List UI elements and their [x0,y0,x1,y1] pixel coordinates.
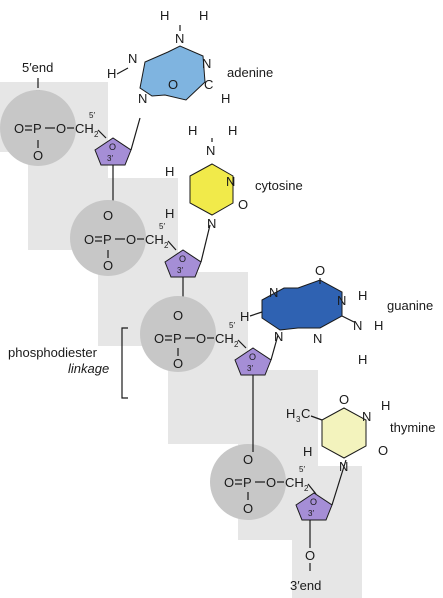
svg-text:H: H [199,8,208,23]
svg-text:H: H [188,123,197,138]
svg-text:N: N [313,331,322,346]
svg-text:O: O [224,475,234,490]
svg-text:C: C [301,406,310,421]
svg-text:CH: CH [215,331,234,346]
svg-text:3′: 3′ [107,154,113,163]
svg-text:CH: CH [145,232,164,247]
svg-text:N: N [202,56,211,71]
svg-text:O: O [266,475,276,490]
svg-text:H: H [286,406,295,421]
phosphate-3 [140,296,216,372]
three-prime-end-label: 3′end [290,578,321,593]
svg-text:H: H [165,164,174,179]
svg-text:N: N [362,409,371,424]
svg-text:5′: 5′ [299,465,305,474]
svg-text:5′: 5′ [89,111,95,120]
phosphate-2 [70,200,146,276]
adenine-label: adenine [227,65,273,80]
svg-text:CH: CH [285,475,304,490]
svg-text:N: N [206,143,215,158]
svg-text:P: P [103,232,112,247]
five-prime-end-label: 5′end [22,60,53,75]
svg-text:O: O [238,197,248,212]
svg-text:H: H [228,123,237,138]
svg-text:N: N [337,293,346,308]
svg-text:O: O [14,121,24,136]
svg-text:O: O [103,208,113,223]
svg-text:O: O [305,548,315,563]
svg-text:CH: CH [75,121,94,136]
cytosine-base [189,163,234,216]
guanine-label: guanine [387,298,433,313]
svg-text:P: P [173,331,182,346]
sugar-4 [295,492,333,521]
svg-text:H: H [381,398,390,413]
svg-text:N: N [226,174,235,189]
svg-text:P: P [243,475,252,490]
svg-text:H: H [303,444,312,459]
svg-text:O: O [33,148,43,163]
cytosine-label: cytosine [255,178,303,193]
svg-text:H: H [358,352,367,367]
svg-text:O: O [109,142,116,152]
svg-text:O: O [179,254,186,264]
phosphate-1 [0,90,76,166]
svg-text:O: O [249,352,256,362]
svg-text:O: O [84,232,94,247]
svg-text:N: N [128,51,137,66]
svg-text:2: 2 [234,340,239,349]
svg-text:O: O [154,331,164,346]
svg-text:O: O [173,356,183,371]
sugar-1 [94,137,132,166]
svg-text:P: P [33,121,42,136]
svg-text:O: O [310,497,317,507]
sugar-3 [234,347,272,376]
linkage-label-line1: phosphodiester [8,345,98,360]
svg-text:N: N [269,285,278,300]
svg-text:2: 2 [94,130,99,139]
svg-text:O: O [173,308,183,323]
svg-text:H: H [160,8,169,23]
svg-text:2: 2 [164,241,169,250]
svg-text:O: O [243,501,253,516]
svg-text:5′: 5′ [229,321,235,330]
svg-text:2: 2 [304,484,309,493]
svg-text:N: N [274,329,283,344]
svg-text:H: H [358,288,367,303]
svg-text:N: N [138,91,147,106]
thymine-label: thymine [390,420,436,435]
svg-text:H: H [165,206,174,221]
svg-text:H: H [107,66,116,81]
svg-text:O: O [56,121,66,136]
svg-text:C: C [204,77,213,92]
svg-text:O: O [243,452,253,467]
svg-text:H: H [374,318,383,333]
svg-text:N: N [207,216,216,231]
svg-text:H: H [240,309,249,324]
thymine-base [321,407,367,459]
svg-text:O: O [168,77,178,92]
svg-text:3′: 3′ [308,509,314,518]
sugar-2 [164,249,202,278]
svg-text:O: O [196,331,206,346]
svg-text:3: 3 [296,415,301,424]
svg-text:O: O [378,443,388,458]
phosphate-4 [210,444,286,520]
svg-text:N: N [339,459,348,474]
svg-text:O: O [103,258,113,273]
svg-text:O: O [315,263,325,278]
adenine-base [139,45,206,101]
linkage-label-line2: linkage [68,361,109,376]
svg-text:3′: 3′ [177,266,183,275]
svg-text:5′: 5′ [159,222,165,231]
svg-text:O: O [339,392,349,407]
svg-text:N: N [353,318,362,333]
svg-text:H: H [221,91,230,106]
svg-text:3′: 3′ [247,364,253,373]
svg-text:N: N [175,31,184,46]
svg-text:O: O [126,232,136,247]
